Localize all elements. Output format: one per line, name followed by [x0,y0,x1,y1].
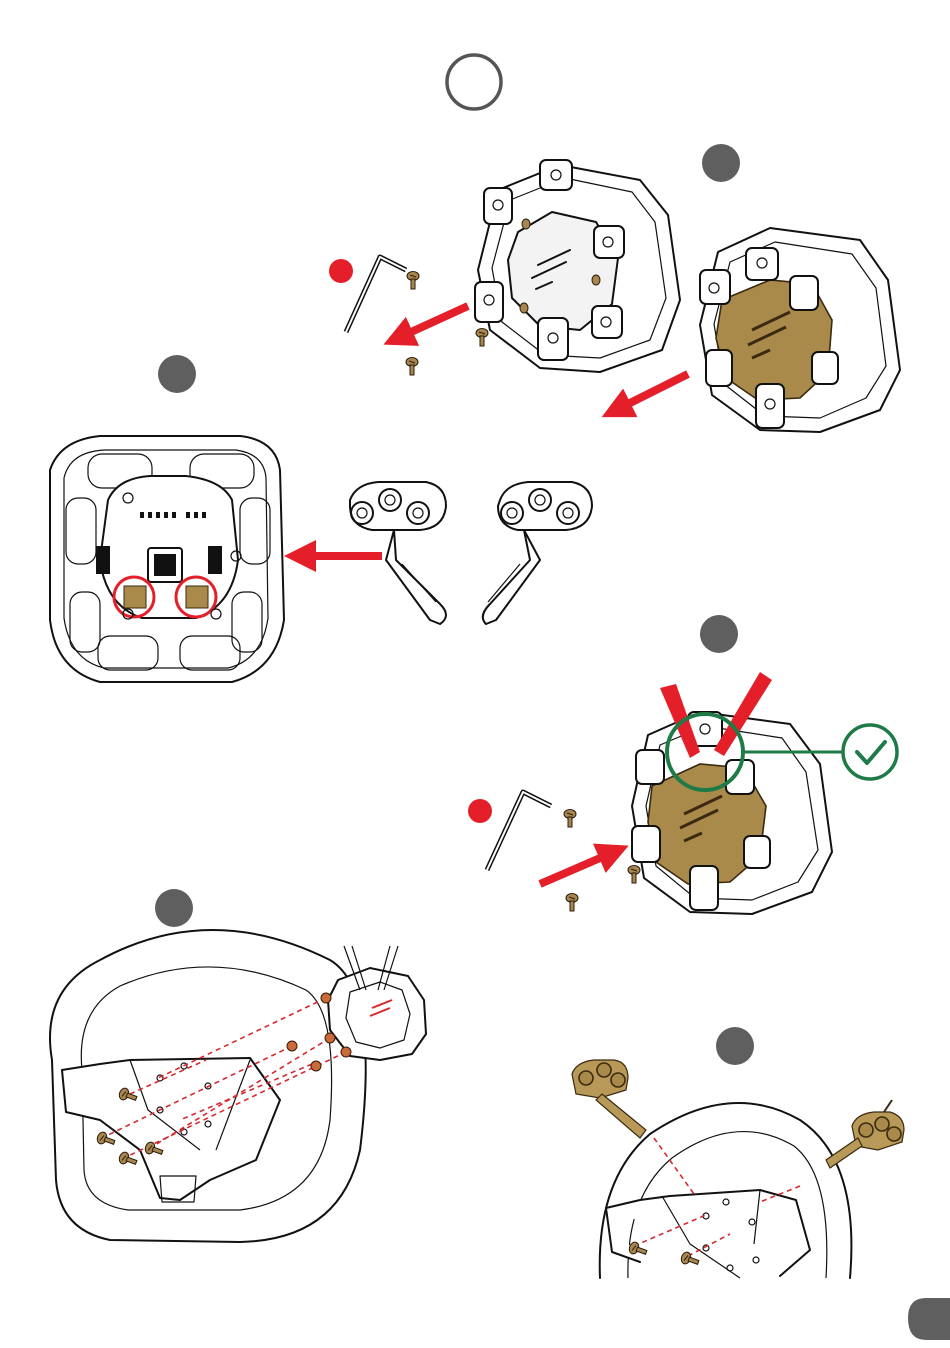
screw-icon [566,894,578,912]
paddle-bronze-left-drawing [572,1060,646,1138]
hub-small-drawing [328,946,426,1060]
hub-back-board-drawing [50,436,284,682]
step-marker-4-icon [155,889,193,927]
screw-icon [407,272,419,290]
warning-dot-2-icon [468,799,492,823]
paddle-right-drawing [483,482,592,624]
hex-key-2-icon [487,792,551,870]
step-marker-5-icon [716,1027,754,1065]
hub-with-cover-drawing [700,228,900,432]
screw-icon [476,329,488,347]
step-marker-3-icon [700,615,738,653]
screw-icon [628,866,640,884]
screw-icon [680,1251,701,1268]
align-line [654,1138,694,1194]
screw-icon [406,358,418,376]
remove-arrow-2 [616,374,688,410]
step-marker-1-icon [702,144,740,182]
paddle-bronze-right-drawing [826,1100,904,1168]
checkmark-circle-icon [843,725,897,779]
remove-arrow-1 [398,306,468,338]
hub-open-drawing [475,160,680,372]
screw-icon [564,810,576,828]
hex-key-1-icon [346,257,406,332]
title-circle-icon [447,55,501,109]
warning-dot-1-icon [329,259,353,283]
attach-arrow [540,852,614,884]
page-tab [908,1298,950,1340]
step-marker-2-icon [158,355,196,393]
